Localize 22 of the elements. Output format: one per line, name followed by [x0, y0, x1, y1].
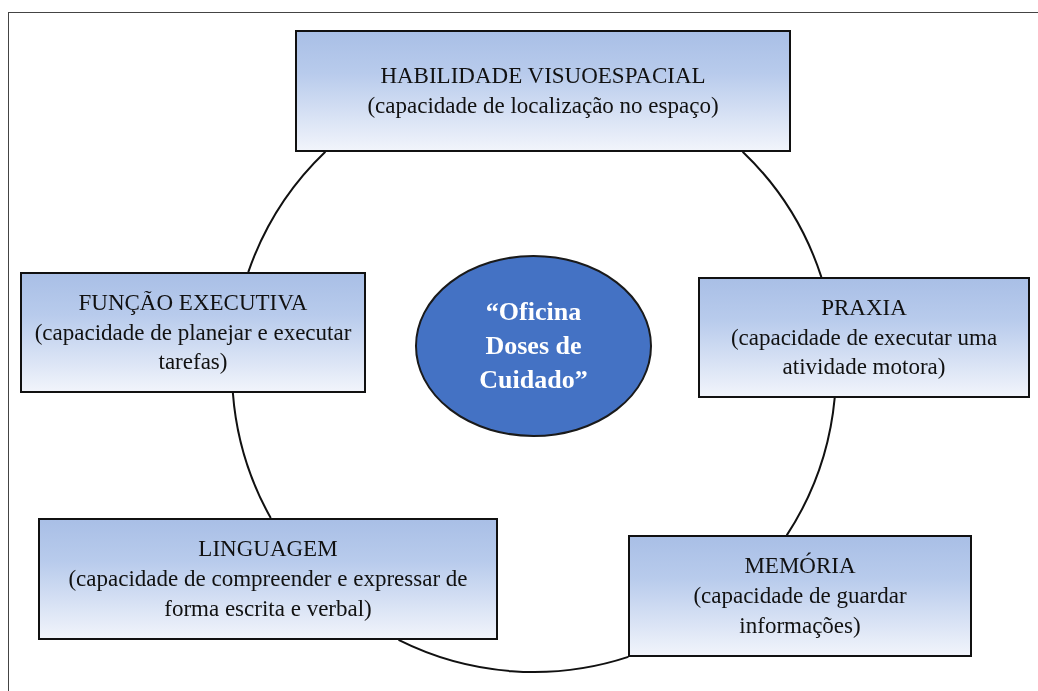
connecting-arc	[397, 638, 630, 673]
concept-box	[38, 518, 498, 640]
box-description: (capacidade de guardar informações)	[692, 582, 908, 640]
concept-box	[20, 272, 366, 393]
connecting-arc	[741, 150, 823, 279]
box-description: (capacidade de planejar e executar tarefas)	[33, 318, 353, 377]
connecting-arc	[247, 150, 327, 274]
ellipse-title: “Oficina Doses de Cuidado”	[478, 296, 589, 396]
box-heading: MEMÓRIA	[744, 551, 856, 581]
box-heading: PRAXIA	[821, 293, 907, 322]
box-heading: HABILIDADE VISUOESPACIAL	[380, 62, 706, 91]
connecting-arc	[785, 396, 836, 537]
box-description: (capacidade de executar uma atividade motora)	[729, 323, 999, 382]
box-heading: LINGUAGEM	[198, 535, 338, 564]
connecting-arc	[231, 391, 272, 519]
box-description: (capacidade de localização no espaço)	[367, 92, 719, 120]
center-ellipse	[415, 255, 652, 437]
box-description: (capacidade de compreender e expressar de forma escrita e verbal)	[67, 565, 469, 623]
concept-box	[628, 535, 972, 657]
concept-box	[295, 30, 791, 152]
box-heading: FUNÇÃO EXECUTIVA	[78, 288, 308, 317]
concept-box	[698, 277, 1030, 398]
